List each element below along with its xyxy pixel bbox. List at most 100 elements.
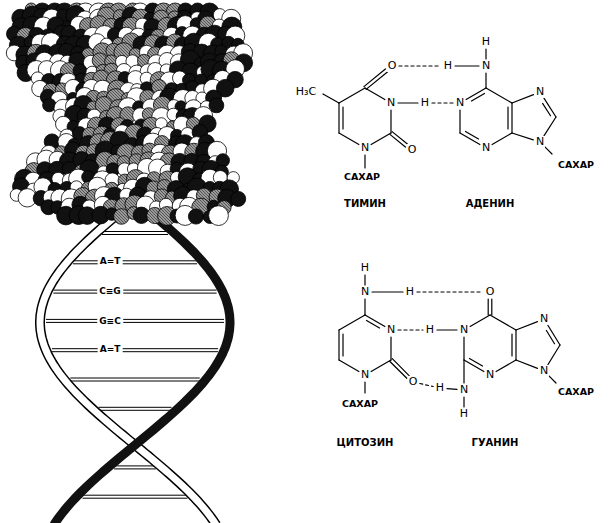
covalent-bond: [437, 329, 457, 330]
base-pair-rung: [83, 495, 188, 496]
atom-label: N: [386, 324, 396, 336]
atom-label: N: [481, 142, 491, 154]
base-name: ЦИТОЗИН: [336, 437, 395, 448]
double-bond: [507, 107, 508, 129]
double-bond: [392, 359, 409, 376]
double-bond: [392, 132, 408, 145]
covalent-bond: [545, 147, 552, 154]
double-bond: [342, 334, 343, 356]
covalent-bond: [485, 73, 486, 88]
double-bond: [488, 299, 489, 315]
covalent-bond: [364, 382, 365, 393]
covalent-bond: [496, 360, 516, 372]
hydrogen-bond: [399, 65, 441, 66]
covalent-bond: [365, 88, 385, 100]
covalent-bond: [339, 133, 359, 145]
covalent-bond: [390, 110, 391, 133]
covalent-bond: [463, 360, 464, 383]
covalent-bond: [364, 299, 365, 315]
double-bond: [364, 69, 386, 87]
covalent-bond: [371, 360, 391, 372]
covalent-bond: [470, 315, 490, 327]
atom-label: O: [407, 144, 418, 156]
covalent-bond: [339, 88, 365, 103]
hydrogen-bond: [420, 384, 433, 387]
atom-label: H: [405, 286, 415, 298]
covalent-bond: [544, 117, 556, 136]
sugar-label: САХАР: [343, 172, 381, 182]
base-name: ГУАНИН: [471, 437, 520, 448]
covalent-bond: [516, 322, 538, 330]
atom-label: N: [360, 142, 370, 154]
covalent-bond: [371, 133, 391, 145]
covalent-bond: [492, 133, 512, 145]
atom-label: N: [459, 384, 469, 396]
double-bond: [546, 331, 554, 344]
atom-label: H: [459, 408, 469, 420]
base-pair-rung: [114, 468, 156, 469]
atom-label: N: [481, 60, 491, 72]
base-pair-rung: [46, 322, 224, 323]
atom-label: H: [360, 262, 370, 274]
base-name: АДЕНИН: [465, 198, 516, 209]
atom-label: H: [435, 382, 445, 394]
covalent-bond: [485, 49, 486, 59]
double-helix: [40, 180, 230, 523]
atom-label: N: [535, 86, 545, 98]
base-pair-rung: [98, 410, 171, 411]
covalent-bond: [490, 315, 516, 330]
covalent-bond: [516, 360, 538, 368]
double-bond: [472, 94, 485, 102]
base-pair-label: A=T: [98, 257, 123, 267]
covalent-bond: [512, 133, 533, 140]
base-pair-rung: [53, 293, 216, 294]
double-bond: [511, 334, 512, 356]
covalent-bond: [549, 376, 556, 383]
base-pair-rung: [73, 260, 197, 261]
atom-label: O: [408, 376, 419, 388]
covalent-bond: [364, 275, 365, 285]
base-pair-rung: [53, 290, 216, 291]
double-bond: [543, 103, 551, 115]
atom-label: O: [485, 286, 496, 298]
sugar-phosphate-strand: [54, 180, 230, 523]
base-pair-label: G≡C: [97, 317, 123, 327]
atom-label: N: [539, 313, 549, 325]
base-pair-rung: [70, 381, 199, 382]
space-filling-model: [6, 3, 252, 226]
covalent-bond: [548, 345, 560, 365]
covalent-bond: [398, 102, 418, 103]
covalent-bond: [455, 65, 479, 66]
double-bond: [491, 299, 492, 315]
atom-label: O: [387, 60, 398, 72]
chemical-structures: [323, 49, 560, 407]
base-pair-rung: [98, 407, 171, 408]
hydrogen-bond: [398, 329, 423, 330]
atom-label: N: [455, 97, 465, 109]
atom-label: N: [386, 97, 396, 109]
base-pair-rung: [52, 351, 218, 352]
hydrogen-bond: [417, 291, 483, 292]
sugar-label: САХАР: [341, 399, 379, 409]
atom-label: H: [425, 324, 435, 336]
base-pair-rung: [73, 263, 197, 264]
double-bond: [466, 132, 479, 140]
covalent-bond: [338, 330, 339, 360]
sugar-label: САХАР: [557, 387, 595, 397]
sugar-phosphate-strand: [40, 180, 216, 523]
covalent-bond: [512, 95, 534, 103]
base-pair-rung: [52, 348, 218, 349]
atom-sphere-dark: [231, 191, 246, 206]
atom-sphere-light: [209, 206, 229, 226]
double-bond: [367, 321, 380, 329]
double-bond: [366, 72, 388, 90]
atom-label: H: [420, 97, 430, 109]
base-name: ТИМИН: [343, 198, 387, 209]
double-bond: [470, 359, 483, 367]
covalent-bond: [515, 330, 516, 360]
covalent-bond: [339, 360, 359, 372]
covalent-bond: [463, 397, 464, 407]
covalent-bond: [459, 110, 460, 133]
covalent-bond: [339, 315, 365, 330]
